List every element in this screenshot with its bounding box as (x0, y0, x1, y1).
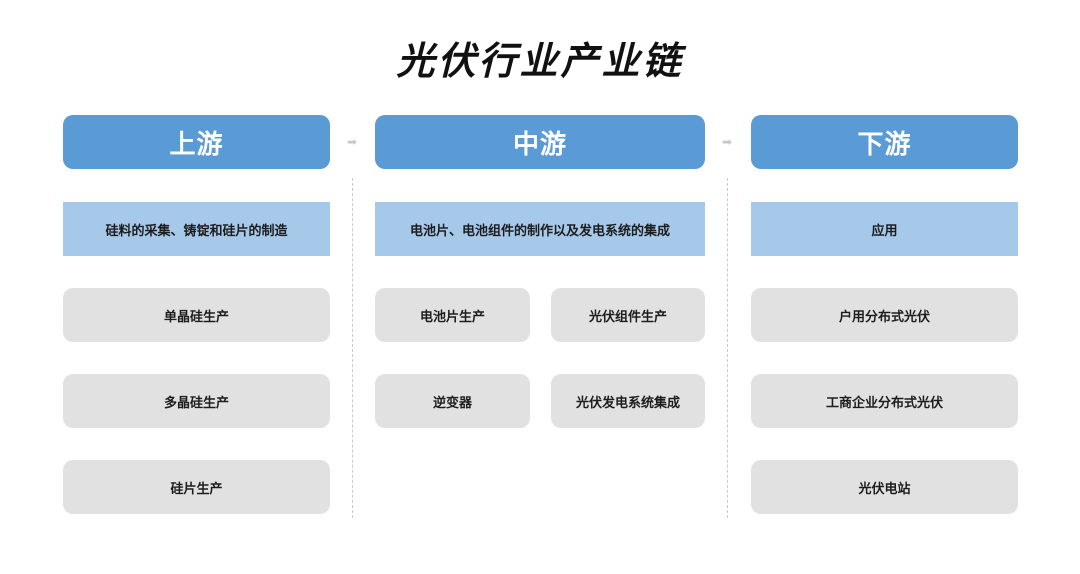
upstream-item-wafer: 硅片生产 (63, 460, 330, 514)
midstream-description: 电池片、电池组件的制作以及发电系统的集成 (375, 202, 705, 256)
column-divider (727, 178, 728, 518)
arrow-right-icon: ➡ (721, 135, 733, 149)
midstream-item-inverter: 逆变器 (375, 374, 530, 428)
downstream-item-power-station: 光伏电站 (751, 460, 1018, 514)
downstream-description: 应用 (751, 202, 1018, 256)
downstream-header: 下游 (751, 115, 1018, 169)
arrow-right-icon: ➡ (346, 135, 358, 149)
midstream-item-cell: 电池片生产 (375, 288, 530, 342)
upstream-description: 硅料的采集、铸锭和硅片的制造 (63, 202, 330, 256)
column-divider (352, 178, 353, 518)
upstream-item-monocrystalline: 单晶硅生产 (63, 288, 330, 342)
downstream-item-residential: 户用分布式光伏 (751, 288, 1018, 342)
midstream-item-module: 光伏组件生产 (551, 288, 705, 342)
upstream-header: 上游 (63, 115, 330, 169)
upstream-item-polycrystalline: 多晶硅生产 (63, 374, 330, 428)
midstream-header: 中游 (375, 115, 705, 169)
downstream-item-commercial: 工商企业分布式光伏 (751, 374, 1018, 428)
midstream-item-system-integration: 光伏发电系统集成 (551, 374, 705, 428)
page-title: 光伏行业产业链 (396, 39, 684, 83)
